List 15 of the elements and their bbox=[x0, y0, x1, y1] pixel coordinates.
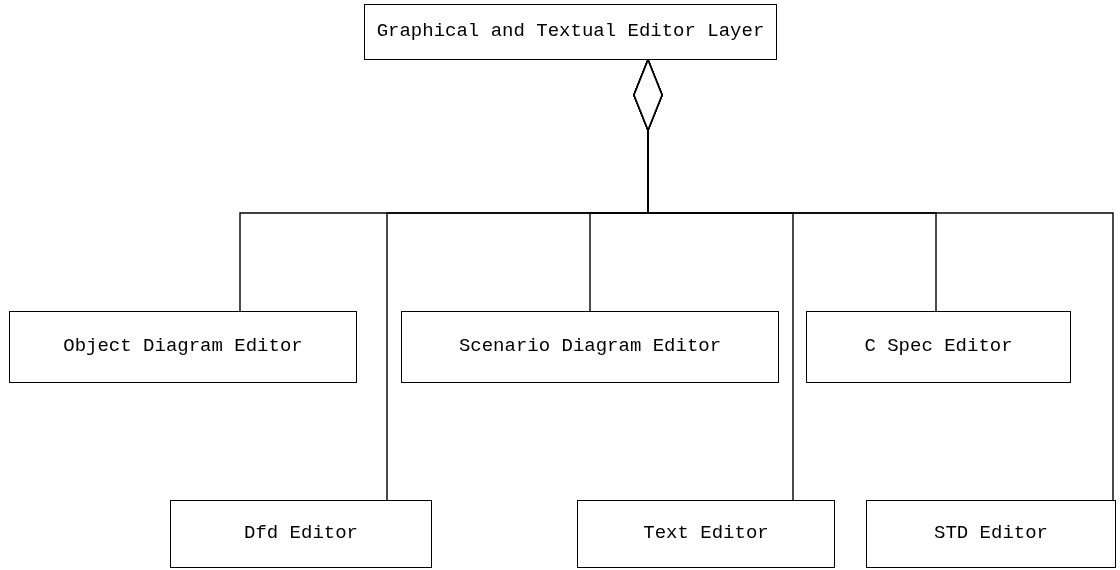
box-label: C Spec Editor bbox=[864, 335, 1013, 359]
box-label: Graphical and Textual Editor Layer bbox=[376, 20, 765, 44]
box-label: Object Diagram Editor bbox=[63, 335, 303, 359]
class-box bbox=[401, 311, 779, 383]
class-box bbox=[9, 311, 357, 383]
class-box bbox=[170, 500, 432, 568]
class-box bbox=[806, 311, 1071, 383]
box-label: STD Editor bbox=[934, 522, 1048, 546]
box-label: Dfd Editor bbox=[244, 522, 358, 546]
connector-line bbox=[633, 59, 1114, 501]
box-label: Scenario Diagram Editor bbox=[458, 335, 722, 359]
class-box bbox=[364, 4, 777, 60]
class-box bbox=[866, 500, 1116, 568]
class-box bbox=[577, 500, 835, 568]
box-label: Text Editor bbox=[643, 522, 769, 546]
